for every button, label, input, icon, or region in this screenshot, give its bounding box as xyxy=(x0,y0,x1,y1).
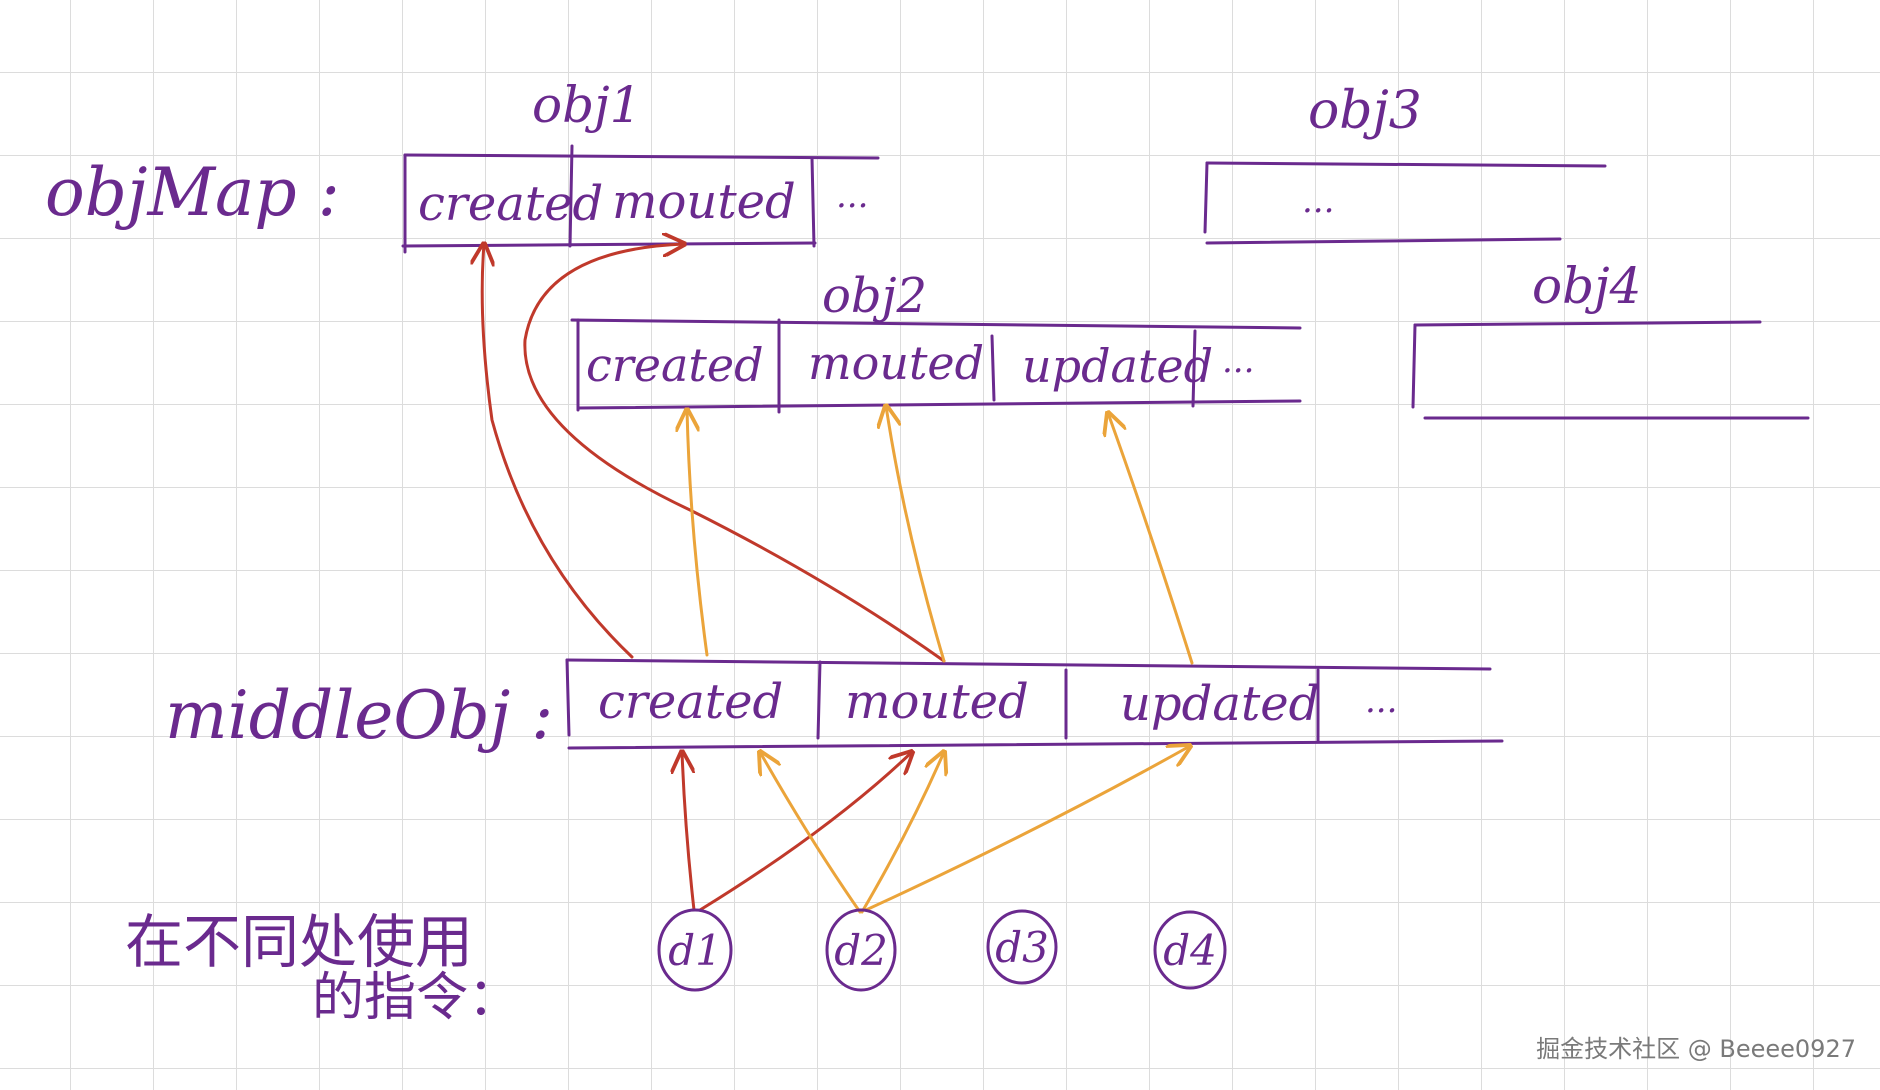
directive-d4-label: d4 xyxy=(1163,926,1217,975)
obj3-cell-more: ... xyxy=(1302,181,1334,221)
orange-arrow-d2-to-middle-updated xyxy=(864,746,1190,912)
red-arrow-d1-to-middle-created xyxy=(682,752,696,912)
directives-caption-line1: 在不同处使用 xyxy=(125,908,473,976)
orange-arrow-middle-updated-to-obj2-updated xyxy=(1108,413,1194,665)
obj1-cell-mouted: mouted xyxy=(612,174,796,230)
watermark: 掘金技术社区 @ Beeee0927 xyxy=(1536,1035,1856,1063)
obj1-cell-more: ... xyxy=(836,176,868,216)
orange-arrow-d2-to-middle-mouted xyxy=(860,752,944,914)
obj2-cell-more: ... xyxy=(1222,341,1254,381)
directives-caption-line2: 的指令： xyxy=(312,968,520,1028)
obj2-cell-created: created xyxy=(586,338,764,392)
obj4-box xyxy=(1411,320,1810,420)
directive-d2-label: d2 xyxy=(834,926,888,975)
red-arrow-middle-created-to-obj1-created xyxy=(482,244,634,659)
red-arrow-d1-to-middle-mouted xyxy=(698,752,912,912)
directive-d1: d1 xyxy=(657,908,733,992)
obj2-title: obj2 xyxy=(822,268,927,324)
middle-cell-created: created xyxy=(598,674,783,730)
middleobj-box xyxy=(565,658,1504,750)
directive-d3-label: d3 xyxy=(995,923,1049,972)
directive-d3: d3 xyxy=(986,909,1058,985)
middle-cell-updated: updated xyxy=(1120,676,1319,732)
obj1-cell-created: created xyxy=(418,176,603,232)
obj2-cell-updated: updated xyxy=(1022,339,1213,393)
obj2-cell-mouted: mouted xyxy=(808,336,984,390)
orange-arrow-middle-mouted-to-obj2-mouted xyxy=(886,406,946,663)
middle-cell-more: ... xyxy=(1365,681,1397,721)
middle-cell-mouted: mouted xyxy=(845,674,1029,730)
obj2-box xyxy=(570,318,1302,414)
objmap-label: objMap : xyxy=(45,154,340,231)
obj4-title: obj4 xyxy=(1532,257,1641,315)
middleobj-label: middleObj : xyxy=(165,677,553,754)
obj3-title: obj3 xyxy=(1308,81,1422,141)
directive-d2: d2 xyxy=(825,908,897,992)
red-arrow-middle-mouted-to-obj1-mouted xyxy=(523,244,946,663)
obj3-box xyxy=(1203,161,1607,245)
directive-d4: d4 xyxy=(1153,910,1227,990)
directive-d1-label: d1 xyxy=(668,926,722,975)
obj1-title: obj1 xyxy=(532,76,641,134)
orange-arrow-middle-created-to-obj2-created xyxy=(687,410,709,657)
orange-arrow-d2-to-middle-created xyxy=(760,752,862,914)
